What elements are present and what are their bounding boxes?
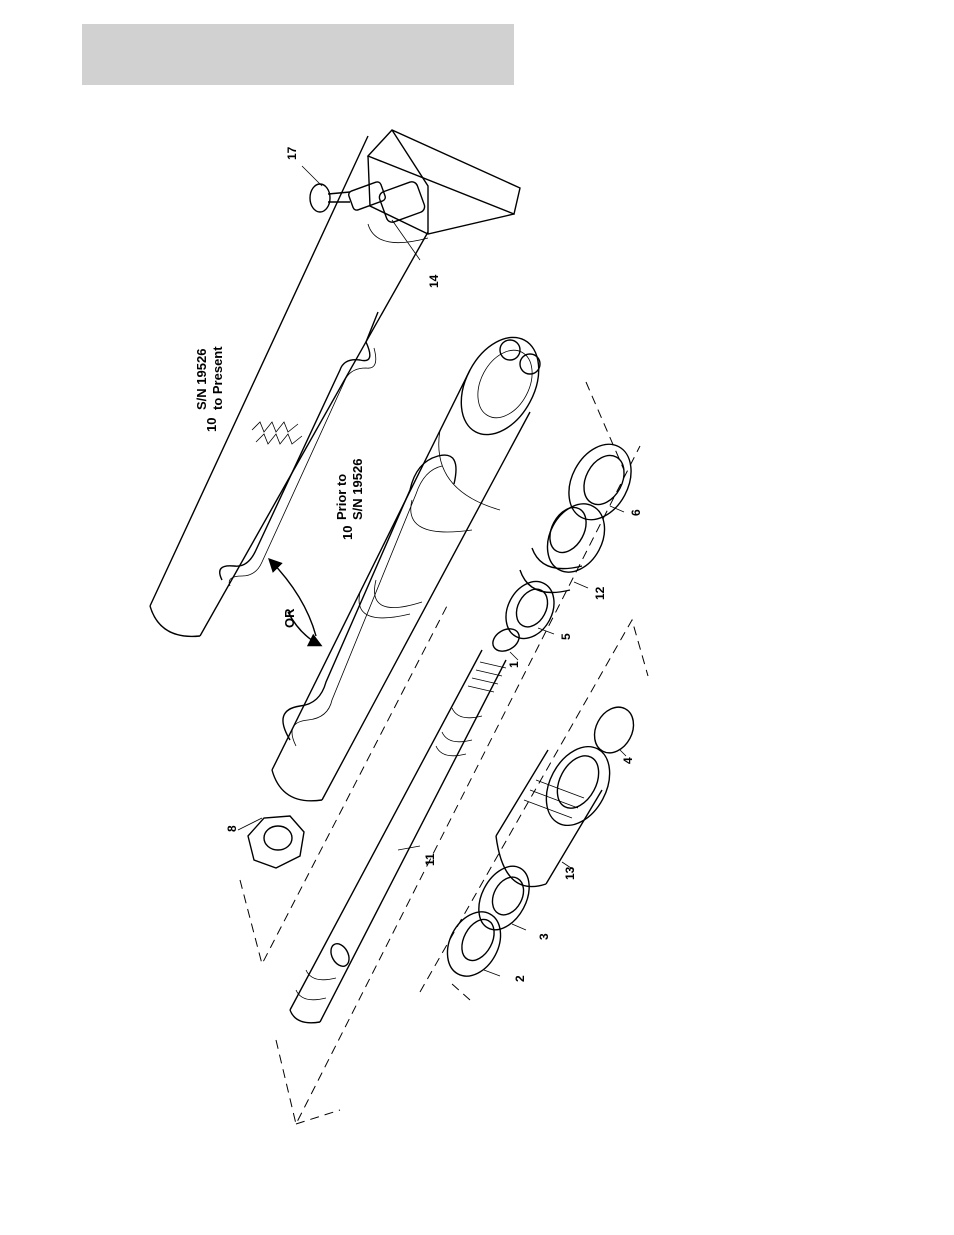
label-sn-prior-2: S/N 19526 (350, 459, 365, 520)
nut-8 (238, 816, 304, 868)
label-12: 12 (593, 586, 607, 600)
label-sn-prior-1: Prior to (334, 474, 349, 520)
seal-5 (496, 573, 563, 647)
fitting-14 (348, 180, 427, 260)
seal-3 (469, 858, 540, 939)
rod-11 (290, 650, 506, 1023)
label-17: 17 (285, 146, 299, 160)
barrel-prior (272, 324, 554, 801)
label-sn-present-2: to Present (210, 346, 225, 410)
label-sn-present-1: S/N 19526 (194, 349, 209, 410)
head-13 (496, 736, 622, 887)
label-n10-top: 10 (204, 418, 219, 432)
label-n10-prior: 10 (340, 526, 355, 540)
wiper-2 (437, 903, 511, 986)
label-14: 14 (427, 274, 441, 288)
label-8: 8 (225, 825, 239, 832)
label-11: 11 (423, 853, 437, 866)
label-4: 4 (621, 757, 635, 764)
label-or: OR (282, 608, 297, 628)
label-3: 3 (537, 933, 551, 940)
label-5: 5 (559, 633, 573, 640)
oring-4 (587, 700, 641, 759)
label-2: 2 (513, 975, 527, 982)
assembly-lines (240, 382, 648, 1124)
label-6: 6 (629, 509, 643, 516)
oring-1 (489, 624, 523, 660)
label-13: 13 (563, 866, 577, 880)
label-1: 1 (507, 661, 521, 668)
piston-12 (520, 494, 616, 592)
